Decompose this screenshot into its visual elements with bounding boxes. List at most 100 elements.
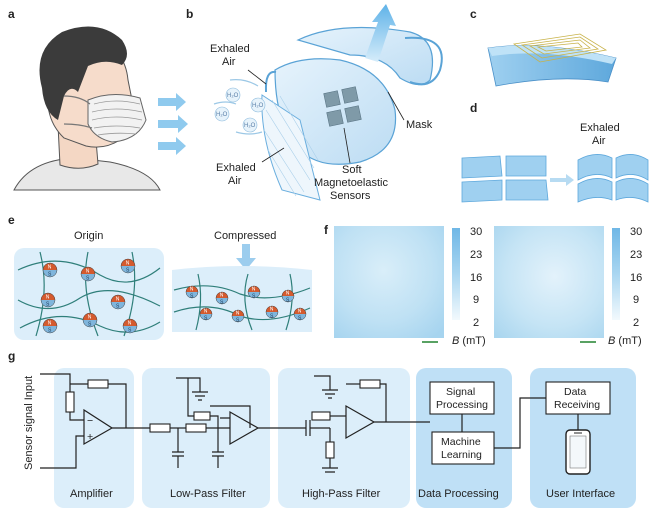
south-pole-label: S [88, 322, 92, 328]
colorbar-tick: 30 [470, 226, 482, 238]
magnet-particle: NS [199, 307, 213, 322]
machine-learning-line1: Machine [441, 436, 481, 448]
south-pole-label: S [86, 276, 90, 282]
south-pole-label: S [116, 304, 120, 310]
south-pole-label: S [236, 318, 240, 324]
soft-magnetoelastic-sensors [323, 86, 362, 127]
north-pole-label: N [220, 293, 224, 299]
d-exhaled-air-line1: Exhaled [580, 122, 620, 134]
north-pole-label: N [236, 311, 240, 317]
south-pole-label: S [48, 272, 52, 278]
molecule-label: H₂O [216, 112, 228, 118]
molecule-label: H₂O [252, 103, 264, 109]
ml-to-receiver-link [494, 397, 546, 449]
signal-processing-line1: Signal [446, 386, 475, 398]
origin-label: Origin [74, 230, 103, 242]
molecule-label: H₂O [227, 93, 239, 99]
origin-fiber-network [17, 251, 161, 337]
north-pole-label: N [298, 309, 302, 315]
upward-airflow-arrow [365, 4, 396, 62]
magnet-particle: NS [247, 285, 261, 300]
colorbar-tick: 30 [630, 226, 642, 238]
magnet-particle: NS [281, 289, 295, 304]
south-pole-label: S [204, 316, 208, 322]
data-receiving-line1: Data [564, 386, 586, 398]
south-pole-label: S [286, 298, 290, 304]
colorbar-2 [612, 228, 620, 320]
colorbar-tick: 16 [470, 272, 482, 284]
magnet-particle: NS [120, 258, 136, 274]
sensor-input-label: Sensor signal Input [23, 376, 35, 470]
magnet-particle: NS [185, 285, 199, 300]
colorbar-label-symbol: B [608, 335, 615, 347]
north-pole-label: N [126, 261, 130, 267]
south-pole-label: S [48, 328, 52, 334]
exhaled-air-bottom-line2: Air [228, 175, 242, 187]
magnet-particle: NS [110, 294, 126, 310]
highpass-stage-bg [278, 368, 410, 508]
sensors-label: Soft Magnetoelastic Sensors [314, 164, 388, 202]
panel-label-b: b [186, 7, 193, 21]
leader-line [387, 91, 405, 121]
sensors-label-line3: Sensors [330, 190, 371, 202]
sensor-layer-illustration [487, 33, 617, 87]
panel-label-e: e [8, 213, 15, 227]
colorbar-tick: 2 [633, 317, 639, 329]
highpass-circuit [290, 375, 430, 473]
lowpass-circuit [149, 377, 290, 468]
mask-label: Mask [406, 119, 433, 131]
lowpass-stage-bg [142, 368, 270, 508]
leader-line [247, 69, 267, 85]
person-with-mask-illustration [13, 26, 161, 191]
colorbar-tick: 9 [633, 294, 639, 306]
exhaled-air-top-line1: Exhaled [210, 43, 250, 55]
opamp-minus: − [87, 415, 93, 427]
south-pole-label: S [46, 302, 50, 308]
amplifier-circuit: − + [40, 373, 150, 469]
colorbar-tick: 16 [630, 272, 642, 284]
deformed-sensor-array [577, 154, 649, 203]
compress-arrow [236, 244, 256, 270]
colorbar-tick: 23 [630, 249, 642, 261]
magnet-particle: NS [122, 318, 138, 334]
field-map-2 [494, 226, 604, 338]
south-pole-label: S [270, 314, 274, 320]
north-pole-label: N [86, 269, 90, 275]
stage-label-highpass: High-Pass Filter [302, 488, 381, 500]
south-pole-label: S [298, 316, 302, 322]
magnet-particle: NS [42, 318, 58, 334]
south-pole-label: S [128, 328, 132, 334]
south-pole-label: S [126, 268, 130, 274]
north-pole-label: N [46, 295, 50, 301]
north-pole-label: N [128, 321, 132, 327]
north-pole-label: N [48, 321, 52, 327]
exhaled-air-top-line2: Air [222, 56, 236, 68]
d-exhaled-air-line2: Air [592, 135, 606, 147]
machine-learning-block [431, 431, 495, 465]
magnet-particle: NS [82, 312, 98, 328]
north-pole-label: N [252, 287, 256, 293]
magnet-particle: NS [231, 309, 245, 324]
water-molecules: H₂O H₂O H₂O H₂O [213, 79, 266, 135]
panel-label-f: f [324, 223, 329, 237]
signal-processing-line2: Processing [436, 399, 488, 411]
exhaled-air-label-top: Exhaled Air [210, 43, 250, 68]
sensors-label-line2: Magnetoelastic [314, 177, 388, 189]
exhaled-air-label-bottom: Exhaled Air [216, 162, 256, 187]
stage-label-amplifier: Amplifier [70, 488, 113, 500]
leader-line [261, 147, 285, 163]
panel-label-g: g [8, 349, 15, 363]
transition-arrow [550, 174, 574, 186]
compressed-label: Compressed [214, 230, 276, 242]
north-pole-label: N [204, 309, 208, 315]
magnet-particle: NS [42, 262, 58, 278]
colorbar-tick: 23 [470, 249, 482, 261]
colorbar-2-label: B (mT) [608, 335, 642, 347]
north-pole-label: N [286, 291, 290, 297]
d-exhaled-air-label: Exhaled Air [580, 122, 620, 147]
colorbar-tick: 9 [473, 294, 479, 306]
stage-label-user-interface: User Interface [546, 488, 615, 500]
panel-label-a: a [8, 7, 15, 21]
south-pole-label: S [220, 300, 224, 306]
